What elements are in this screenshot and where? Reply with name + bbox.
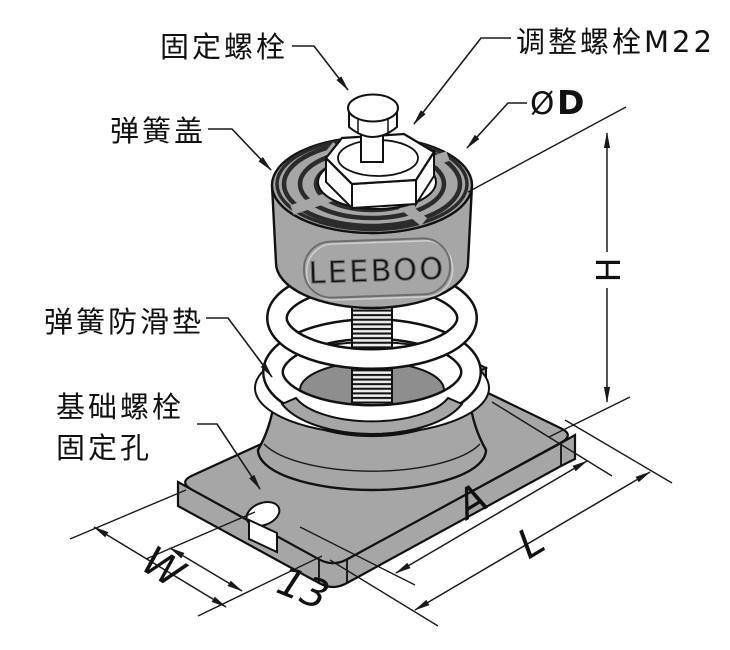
dim-line-L: [414, 471, 651, 611]
label-antislip-pad: 弹簧防滑垫: [44, 305, 204, 339]
leader-foundation-hole: [197, 423, 261, 490]
leader-spring-cover: [208, 128, 272, 171]
foundation-bolt-notch: [245, 501, 281, 554]
label-foundation-hole-line1: 基础螺栓: [56, 390, 184, 424]
label-spring-cover: 弹簧盖: [110, 114, 206, 148]
leader-fixing-bolt: [292, 45, 349, 91]
dim-diameter-symbol: Ø: [530, 86, 554, 122]
spring-seat-rim: [280, 396, 464, 435]
dimension-lines: [93, 132, 651, 611]
leader-diameter: [466, 102, 527, 149]
dim-W: W: [134, 538, 193, 599]
label-fixing-bolt: 固定螺栓: [160, 30, 288, 64]
adjusting-bolt-head: [347, 93, 399, 163]
leader-antislip-pad: [206, 317, 273, 378]
dim-line-13: [169, 547, 243, 592]
dim-diameter-letter: D: [557, 83, 584, 122]
label-foundation-hole-line2: 固定孔: [56, 431, 152, 465]
leader-adjusting-bolt: [413, 37, 511, 125]
dim-H: H: [589, 258, 628, 283]
brand-text: LEEBOO: [308, 252, 446, 292]
dim-line-W: [93, 526, 227, 608]
dim-L: L: [510, 517, 553, 568]
hex-nut: [324, 132, 436, 211]
label-adjusting-bolt: 调整螺栓M22: [516, 25, 715, 59]
leader-lines: [197, 37, 527, 490]
leeboo-plaque: LEEBOO: [302, 237, 454, 301]
